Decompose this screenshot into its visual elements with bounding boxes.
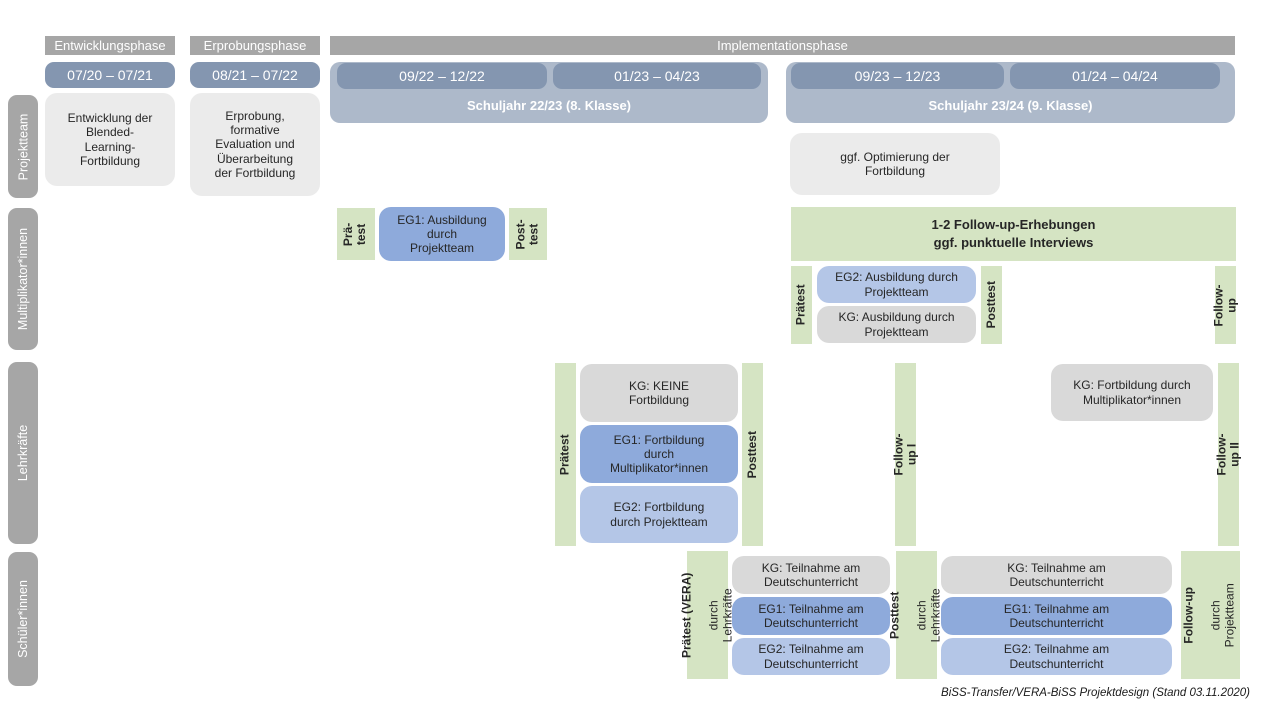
bar-followup-schueler-label: Follow-up durch Projektteam — [1170, 583, 1251, 647]
box-entwicklung-fortbildung: Entwicklung der Blended- Learning- Fortb… — [45, 93, 175, 186]
date-sy2-t2: 01/24 – 04/24 — [1010, 63, 1220, 89]
bar-praetest-multiplikatoren-1: Prä- test — [337, 208, 375, 260]
rail-projektteam-label: Projektteam — [16, 113, 31, 180]
date-pilot: 08/21 – 07/22 — [190, 62, 320, 88]
bar-followup-multiplikatoren-label: Follow-up — [1211, 284, 1239, 326]
box-eg1-deutschunterricht-1: EG1: Teilnahme am Deutschunterricht — [732, 597, 890, 635]
bar-posttest-multiplikatoren-1: Post- test — [509, 208, 547, 260]
bar-posttest-schueler: Posttest durch Lehrkräfte — [889, 551, 943, 679]
box-eg2-deutschunterricht-2: EG2: Teilnahme am Deutschunterricht — [941, 638, 1172, 675]
box-eg2-ausbildung-projektteam: EG2: Ausbildung durch Projektteam — [817, 266, 976, 303]
schuljahr-23-24: 09/23 – 12/23 01/24 – 04/24 Schuljahr 23… — [786, 62, 1235, 123]
bar-posttest-multiplikatoren-2: Posttest — [981, 266, 1002, 344]
diagram-caption: BiSS-Transfer/VERA-BiSS Projektdesign (S… — [941, 687, 1250, 699]
bar-followup2-lehrkraefte: Follow-up II — [1214, 363, 1242, 546]
schuljahr-23-24-label: Schuljahr 23/24 (9. Klasse) — [928, 97, 1093, 113]
bar-praetest-lehrkraefte: Prätest — [555, 363, 576, 546]
bar-posttest-lehrkraefte-label: Posttest — [744, 430, 759, 479]
box-kg-keine-fortbildung: KG: KEINE Fortbildung — [580, 364, 738, 422]
schuljahr-22-23-label: Schuljahr 22/23 (8. Klasse) — [466, 97, 632, 113]
followup-schueler-main: Follow-up — [1182, 586, 1197, 644]
bar-followup-schueler: Follow-up durch Projektteam — [1181, 551, 1240, 679]
schuljahr-22-23: 09/22 – 12/22 01/23 – 04/23 Schuljahr 22… — [330, 62, 768, 123]
rail-schueler: Schüler*innen — [8, 552, 38, 686]
box-kg-deutschunterricht-2: KG: Teilnahme am Deutschunterricht — [941, 556, 1172, 594]
date-sy1-t1: 09/22 – 12/22 — [337, 63, 547, 89]
box-optimierung-fortbildung: ggf. Optimierung der Fortbildung — [790, 133, 1000, 195]
posttest-schueler-sub: durch Lehrkräfte — [915, 587, 943, 643]
bar-posttest-multiplikatoren-1-label: Post- test — [513, 219, 541, 249]
rail-lehrkraefte-label: Lehrkräfte — [16, 424, 30, 482]
rail-multiplikatoren-label: Multiplikator*innen — [16, 227, 31, 331]
bar-posttest-lehrkraefte: Posttest — [742, 363, 763, 546]
rail-lehrkraefte: Lehrkräfte — [8, 362, 38, 544]
bar-praetest-multiplikatoren-2-label: Prätest — [793, 284, 808, 326]
bar-followup1-lehrkraefte-label: Follow-up I — [891, 433, 919, 476]
bar-posttest-multiplikatoren-2-label: Posttest — [983, 281, 998, 329]
posttest-schueler-main: Posttest — [888, 591, 903, 639]
date-sy2-t1: 09/23 – 12/23 — [791, 63, 1004, 89]
praetest-vera-sub: durch Lehrkräfte — [706, 587, 734, 643]
phase-header-erprobung: Erprobungsphase — [190, 36, 320, 55]
followup-schueler-sub: durch Projektteam — [1209, 582, 1237, 648]
bar-praetest-vera-schueler: Prätest (VERA) durch Lehrkräfte — [680, 551, 734, 679]
rail-schueler-label: Schüler*innen — [16, 580, 30, 658]
phase-header-entwicklung: Entwicklungsphase — [45, 36, 175, 55]
phase-header-implementation: Implementationsphase — [330, 36, 1235, 55]
date-sy1-t2: 01/23 – 04/23 — [553, 63, 761, 89]
bar-followup-multiplikatoren: Follow-up — [1211, 266, 1239, 344]
bar-followup2-lehrkraefte-label: Follow-up II — [1214, 433, 1242, 476]
box-kg-fortbildung-multiplikatoren: KG: Fortbildung durch Multiplikator*inne… — [1051, 364, 1213, 421]
rail-projektteam: Projektteam — [8, 95, 38, 198]
date-dev: 07/20 – 07/21 — [45, 62, 175, 88]
box-followup-erhebungen: 1-2 Follow-up-Erhebungen ggf. punktuelle… — [791, 207, 1236, 261]
bar-followup1-lehrkraefte: Follow-up I — [891, 363, 919, 546]
box-kg-deutschunterricht-1: KG: Teilnahme am Deutschunterricht — [732, 556, 890, 594]
bar-praetest-lehrkraefte-label: Prätest — [557, 434, 572, 475]
box-eg2-deutschunterricht-1: EG2: Teilnahme am Deutschunterricht — [732, 638, 890, 675]
rail-multiplikatoren: Multiplikator*innen — [8, 208, 38, 350]
bar-praetest-multiplikatoren-1-label: Prä- test — [341, 222, 369, 246]
box-eg1-deutschunterricht-2: EG1: Teilnahme am Deutschunterricht — [941, 597, 1172, 635]
bar-praetest-multiplikatoren-2: Prätest — [791, 266, 812, 344]
box-erprobung-evaluation: Erprobung, formative Evaluation und Über… — [190, 93, 320, 196]
box-kg-ausbildung-projektteam: KG: Ausbildung durch Projektteam — [817, 306, 976, 343]
box-eg1-fortbildung-multiplikatoren: EG1: Fortbildung durch Multiplikator*inn… — [580, 425, 738, 483]
box-eg2-fortbildung-projektteam: EG2: Fortbildung durch Projektteam — [580, 486, 738, 543]
box-eg1-ausbildung-projektteam: EG1: Ausbildung durch Projektteam — [379, 207, 505, 261]
praetest-vera-main: Prätest (VERA) — [679, 572, 694, 658]
